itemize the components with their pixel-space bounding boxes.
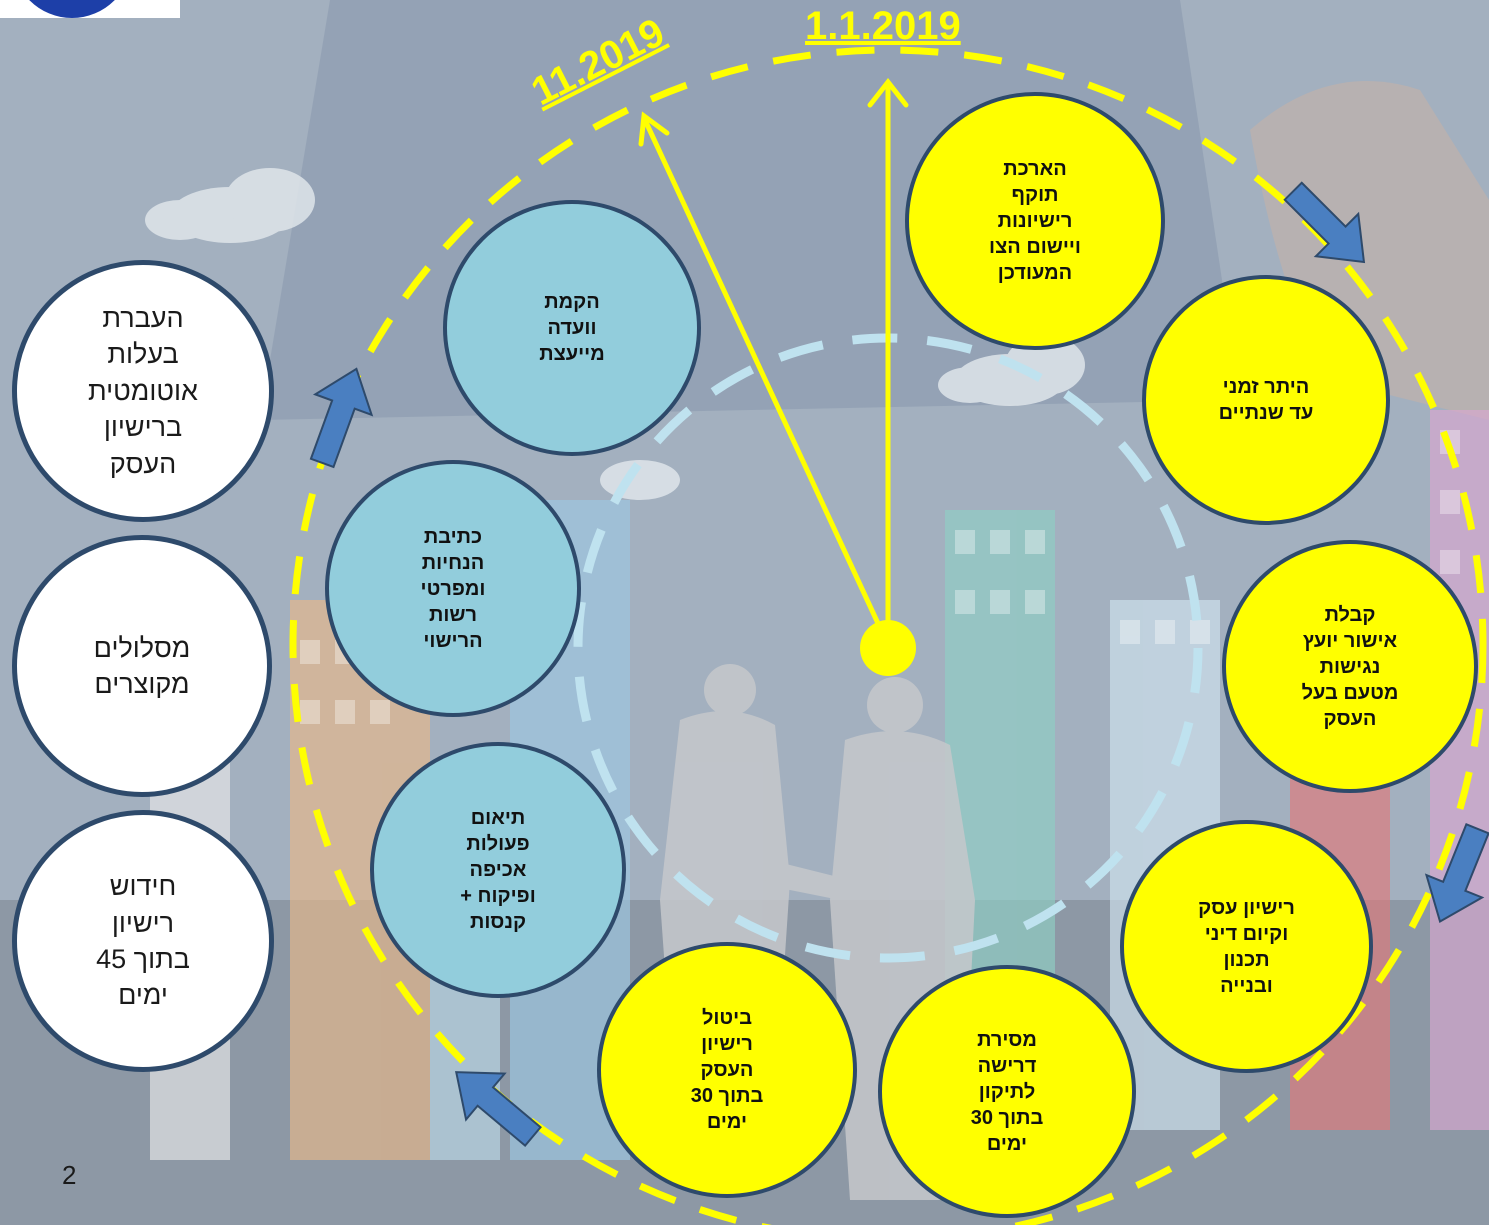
yellow-circle-2: היתר זמני עד שנתיים [1142, 275, 1390, 525]
outer-dashed-ring [289, 46, 1487, 1225]
blue-circle-1: הקמת וועדה מייעצת [443, 200, 701, 456]
white-circle-1: העברת בעלות אוטומטית ברישיון העסק [12, 260, 274, 522]
clock-center-dot [860, 620, 916, 676]
date-main: 1.1.2019 [805, 4, 961, 48]
yellow-circle-6: ביטול רישיון העסק בתוך 30 ימים [597, 942, 857, 1198]
yellow-circle-5: מסירת דרישה לתיקון בתוך 30 ימים [878, 965, 1136, 1218]
clock-hands [638, 77, 909, 648]
blue-circle-2: כתיבת הנחיות ומפרטי רשות הרישוי [325, 460, 581, 717]
logo [0, 0, 180, 18]
page-number: 2 [62, 1160, 77, 1190]
logo-disc [12, 0, 132, 18]
yellow-circle-3: קבלת אישור יועץ נגישות מטעם בעל העסק [1222, 540, 1478, 793]
white-circle-3: חידוש רישיון בתוך 45 ימים [12, 810, 274, 1072]
white-circle-2: מסלולים מקוצרים [12, 535, 272, 797]
blue-circle-3: תיאום פעולות אכיפה ופיקוח + קנסות [370, 742, 626, 998]
yellow-circle-1: הארכת תוקף רישיונות ויישום הצו המעודכן [905, 92, 1165, 350]
yellow-circle-4: רישיון עסק וקיום דיני תכנון ובנייה [1120, 820, 1373, 1073]
direction-arrows [309, 181, 1489, 1148]
